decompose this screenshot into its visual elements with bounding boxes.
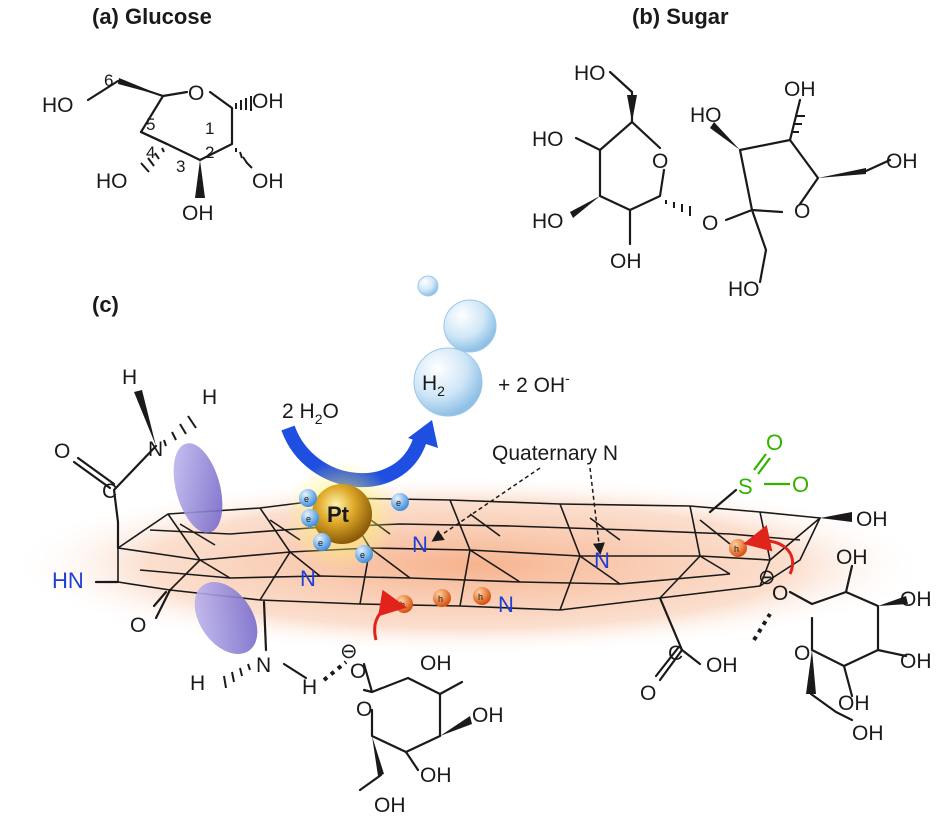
carboxyl-group bbox=[654, 596, 702, 682]
orbital-lobe-top bbox=[173, 443, 223, 533]
quaternary-n-label: Quaternary N bbox=[492, 442, 618, 465]
sugar-structure: HO HO HO OH O O O HO OH OH HO bbox=[532, 62, 918, 301]
sulfur-label: S bbox=[738, 474, 753, 499]
sheet-n-3: N bbox=[594, 548, 610, 573]
sheet-n-4: N bbox=[498, 592, 514, 617]
amide-nitrogen-top: N bbox=[148, 438, 163, 461]
panel-a-title: (a) Glucose bbox=[92, 4, 212, 29]
hole-label-1: h bbox=[400, 600, 405, 610]
adsorbed-glucose-left bbox=[358, 662, 472, 792]
carboxyl-oh: OH bbox=[706, 654, 738, 677]
minus-left: ⊖ bbox=[340, 640, 358, 663]
h2-label: H2 bbox=[422, 372, 445, 399]
red-arrow-left bbox=[373, 589, 407, 641]
panel-b-title: (b) Sugar bbox=[632, 4, 729, 29]
sugar-ho-top: HO bbox=[574, 62, 606, 85]
sugar-glycosidic-oxygen: O bbox=[702, 212, 718, 235]
sugar-oh-top: OH bbox=[784, 78, 816, 101]
glucose-c6-ho: HO bbox=[42, 94, 74, 117]
sugar-oh-right: OH bbox=[886, 150, 918, 173]
amide-h-top-1: H bbox=[122, 366, 137, 389]
red-arrow-right bbox=[743, 525, 794, 575]
water-arrow-head bbox=[408, 420, 438, 448]
adsorbed-r-oh-1: OH bbox=[836, 546, 868, 569]
amide-oxygen-top: O bbox=[54, 440, 70, 463]
glucose-c3-oh: OH bbox=[182, 202, 214, 225]
electron-label-4: e bbox=[318, 538, 323, 548]
hn-label: HN bbox=[52, 568, 84, 593]
sugar-ring-oxygen-2: O bbox=[794, 200, 810, 223]
quaternary-arrow-1 bbox=[431, 467, 541, 542]
glucose-c4-ho: HO bbox=[96, 170, 128, 193]
adsorbed-r-oh-4: OH bbox=[838, 692, 870, 715]
sulfonyl-oxygen-1: O bbox=[766, 430, 783, 455]
sugar-ho-left: HO bbox=[532, 128, 564, 151]
adsorbed-ring-oxygen-left: O bbox=[356, 698, 372, 721]
hole-label-4: h bbox=[734, 544, 739, 554]
amide-h-bottom-2: H bbox=[302, 676, 317, 699]
electrons bbox=[299, 489, 409, 563]
sugar-ring-oxygen-1: O bbox=[652, 150, 668, 173]
amide-nitrogen-bottom: N bbox=[256, 654, 271, 677]
glucose-carbon-4: 4 bbox=[146, 143, 155, 162]
hole-label-3: h bbox=[478, 592, 483, 602]
sheet-n-1: N bbox=[412, 532, 428, 557]
glucose-carbon-6: 6 bbox=[104, 71, 113, 90]
sheet-n-2: N bbox=[300, 566, 316, 591]
hydroxide-label: + 2 OH- bbox=[498, 370, 570, 397]
sulfonyl-group bbox=[708, 453, 790, 514]
amide-h-bottom-1: H bbox=[190, 672, 205, 695]
adsorbed-ring-oxygen-right: O bbox=[794, 642, 810, 665]
amide-oxygen-bottom: O bbox=[130, 614, 146, 637]
adsorbed-oh-2: OH bbox=[472, 704, 504, 727]
adsorbed-glucose-right bbox=[788, 564, 908, 722]
h2-bubbles bbox=[413, 275, 497, 417]
amide-h-top-2: H bbox=[202, 386, 217, 409]
electron-label-1: e bbox=[304, 494, 309, 504]
pt-label: Pt bbox=[327, 502, 350, 527]
amide-carbon-top: C bbox=[102, 480, 117, 503]
glucose-structure: O OH OH OH HO HO 1 2 3 4 5 6 bbox=[42, 71, 284, 225]
hbond-left bbox=[322, 660, 348, 682]
sulfonyl-oxygen-2: O bbox=[792, 472, 809, 497]
glucose-ring-oxygen: O bbox=[188, 82, 204, 105]
adsorbed-oxygen-left: O bbox=[350, 660, 366, 683]
electron-label-3: e bbox=[306, 514, 311, 524]
adsorbed-r-oh-5: OH bbox=[852, 722, 884, 745]
glucose-carbon-2: 2 bbox=[205, 143, 214, 162]
carboxyl-oxygen: O bbox=[640, 682, 656, 705]
sugar-ho-bottom-left: HO bbox=[532, 210, 564, 233]
electron-label-5: e bbox=[360, 550, 365, 560]
sugar-ho-bottom: HO bbox=[728, 278, 760, 301]
minus-right: ⊖ bbox=[758, 566, 776, 589]
glucose-carbon-1: 1 bbox=[205, 119, 214, 138]
pt-particle bbox=[312, 484, 372, 544]
amide-bottom bbox=[152, 588, 308, 689]
hole-label-2: h bbox=[438, 594, 443, 604]
sheet-oh-right: OH bbox=[856, 508, 888, 531]
panel-c-title: (c) bbox=[92, 292, 119, 317]
carboxyl-carbon: C bbox=[668, 642, 683, 665]
quaternary-arrow-2 bbox=[589, 467, 605, 555]
glucose-c1-oh: OH bbox=[252, 90, 284, 113]
water-label: 2 H2O bbox=[282, 400, 339, 427]
orbital-lobe-bottom bbox=[194, 581, 258, 655]
adsorbed-r-oh-3: OH bbox=[900, 650, 932, 673]
adsorbed-r-oh-2: OH bbox=[900, 588, 932, 611]
adsorbed-oh-4: OH bbox=[374, 794, 406, 817]
sugar-oh-bottom: OH bbox=[610, 250, 642, 273]
adsorbed-oh-3: OH bbox=[420, 764, 452, 787]
glucose-c2-oh: OH bbox=[252, 170, 284, 193]
amide-top bbox=[72, 390, 197, 550]
electron-label-2: e bbox=[396, 498, 401, 508]
sugar-ho-fructose: HO bbox=[690, 104, 722, 127]
adsorbed-oh-1: OH bbox=[420, 652, 452, 675]
glucose-carbon-3: 3 bbox=[176, 157, 185, 176]
adsorbed-oxygen-right: O bbox=[772, 582, 788, 605]
glucose-carbon-5: 5 bbox=[146, 115, 155, 134]
